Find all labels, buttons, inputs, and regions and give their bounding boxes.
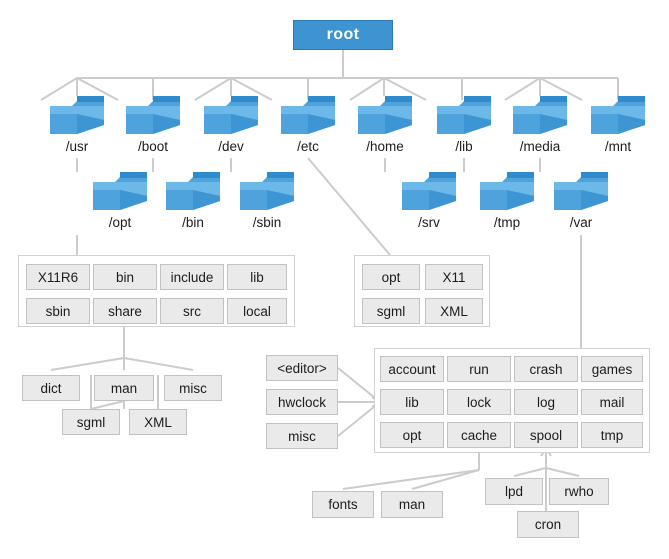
leaf-node-usr-bin[interactable]: bin [93,264,157,290]
leaf-node-spool-cron[interactable]: cron [517,511,579,538]
leaf-node-var-cache[interactable]: cache [447,422,511,448]
folder-node-mnt[interactable]: /mnt [575,92,661,154]
folder-icon [281,96,335,134]
folder-icon [204,96,258,134]
leaf-node-usr-src[interactable]: src [160,298,224,324]
leaf-node-etc-opt[interactable]: opt [362,264,420,290]
leaf-node-share-dict[interactable]: dict [22,375,80,401]
folder-icon [50,96,104,134]
leaf-node-share-man[interactable]: man [94,375,154,401]
folder-node-sbin[interactable]: /sbin [224,168,310,230]
folder-icon [166,172,220,210]
leaf-node-cache-fonts[interactable]: fonts [312,491,374,518]
leaf-node-usr-include[interactable]: include [160,264,224,290]
leaf-node-var-crash[interactable]: crash [514,356,578,382]
folder-node-usr[interactable]: /usr [34,92,120,154]
leaf-node-spool-rwho[interactable]: rwho [549,478,609,505]
leaf-node-etcfiles-hwclock[interactable]: hwclock [266,389,338,415]
leaf-node-cache-man[interactable]: man [381,491,443,518]
folder-label: /bin [182,215,204,230]
folder-label: /mnt [604,139,632,154]
folder-node-media[interactable]: /media [497,92,583,154]
folder-label: /lib [455,139,473,154]
leaf-node-var-spool[interactable]: spool [514,422,578,448]
folder-icon [240,172,294,210]
folder-label: /var [569,215,593,230]
folder-node-tmp[interactable]: /tmp [464,168,550,230]
folder-node-var[interactable]: /var [538,168,624,230]
folder-node-dev[interactable]: /dev [188,92,274,154]
folder-label: /media [519,139,561,154]
leaf-node-share-XML[interactable]: XML [129,409,187,435]
leaf-node-etc-XML[interactable]: XML [425,298,483,324]
folder-icon [513,96,567,134]
folder-node-lib[interactable]: /lib [421,92,507,154]
folder-label: /usr [65,139,89,154]
leaf-node-share-misc[interactable]: misc [164,375,222,401]
folder-icon [93,172,147,210]
folder-node-boot[interactable]: /boot [110,92,196,154]
root-label: root [326,26,360,43]
leaf-node-spool-lpd[interactable]: lpd [485,478,543,505]
folder-icon [358,96,412,134]
leaf-node-var-opt[interactable]: opt [380,422,444,448]
leaf-node-var-log[interactable]: log [514,389,578,415]
leaf-node-usr-sbin[interactable]: sbin [26,298,90,324]
folder-label: /opt [108,215,132,230]
folder-node-opt[interactable]: /opt [77,168,163,230]
folder-label: /home [366,139,404,154]
folder-label: /boot [137,139,169,154]
folder-node-srv[interactable]: /srv [386,168,472,230]
leaf-node-usr-lib[interactable]: lib [227,264,287,290]
folder-icon [402,172,456,210]
leaf-node-usr-local[interactable]: local [227,298,287,324]
folder-icon [126,96,180,134]
folder-node-bin[interactable]: /bin [150,168,236,230]
folder-label: /dev [218,139,244,154]
leaf-node-usr-X11R6[interactable]: X11R6 [26,264,90,290]
leaf-node-usr-share[interactable]: share [93,298,157,324]
folder-icon [554,172,608,210]
folder-label: /tmp [493,215,521,230]
leaf-node-share-sgml[interactable]: sgml [62,409,120,435]
leaf-node-etcfiles-editor[interactable]: <editor> [266,355,338,381]
leaf-node-var-lib[interactable]: lib [380,389,444,415]
leaf-node-etcfiles-misc[interactable]: misc [266,423,338,449]
leaf-node-etc-sgml[interactable]: sgml [362,298,420,324]
leaf-node-var-account[interactable]: account [380,356,444,382]
folder-icon [591,96,645,134]
leaf-node-var-mail[interactable]: mail [581,389,643,415]
folder-node-etc[interactable]: /etc [265,92,351,154]
leaf-node-var-games[interactable]: games [581,356,643,382]
folder-label: /srv [418,215,440,230]
folder-label: /etc [297,139,319,154]
leaf-node-var-lock[interactable]: lock [447,389,511,415]
leaf-node-var-run[interactable]: run [447,356,511,382]
leaf-node-etc-X11[interactable]: X11 [425,264,483,290]
folder-icon [437,96,491,134]
folder-label: /sbin [252,215,282,230]
leaf-node-var-tmp[interactable]: tmp [581,422,643,448]
root-node[interactable]: root [293,20,393,50]
folder-node-home[interactable]: /home [342,92,428,154]
folder-icon [480,172,534,210]
